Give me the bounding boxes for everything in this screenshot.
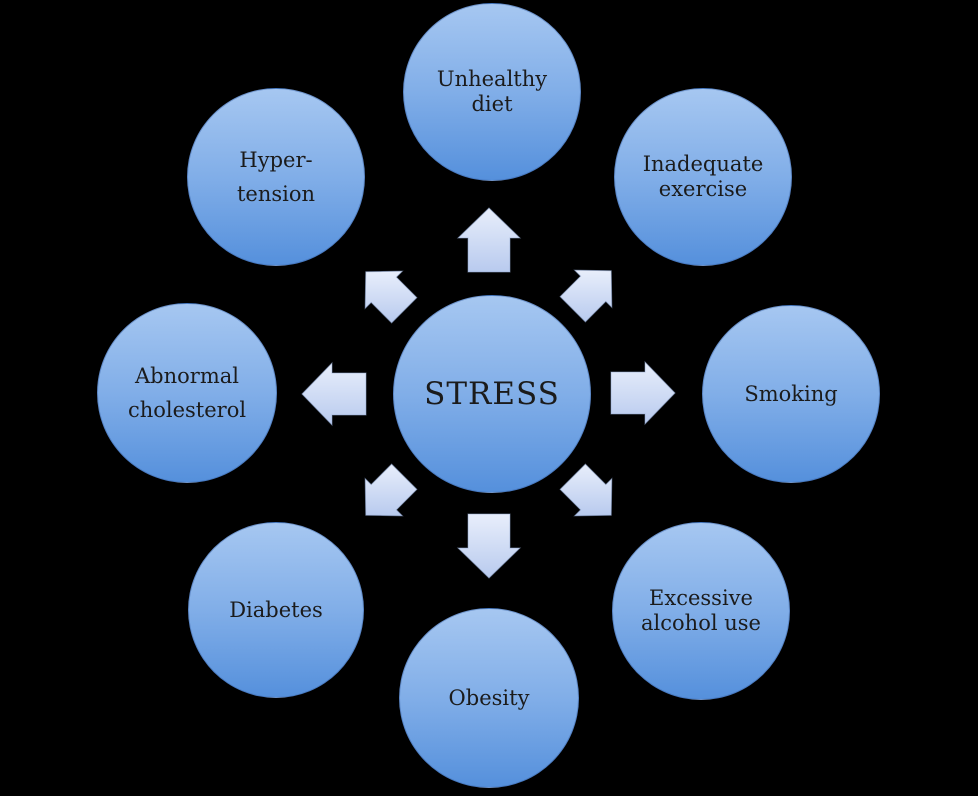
center-label: STRESS [424,375,560,412]
node-label: Excessive alcohol use [641,586,761,635]
node-label: Obesity [448,685,530,710]
arrow-left-icon [301,361,367,427]
arrow-down-icon [456,513,522,579]
node-obesity: Obesity [399,608,579,788]
node-label: Inadequate exercise [642,152,764,201]
node-abnormal-cholesterol: Abnormal cholesterol [97,303,277,483]
node-label: Abnormal cholesterol [127,363,247,422]
arrow-up-icon [456,207,522,273]
arrow-up-right-icon [559,269,613,323]
node-label: Hyper- tension [236,147,316,206]
arrow-up-left-icon [364,270,418,324]
node-label: Unhealthy diet [436,67,548,116]
node-unhealthy-diet: Unhealthy diet [403,3,581,181]
node-hypertension: Hyper- tension [187,88,365,266]
node-label: Diabetes [229,597,323,622]
node-diabetes: Diabetes [188,522,364,698]
arrow-down-right-icon [559,463,613,517]
arrow-down-left-icon [364,463,418,517]
node-stress-center: STRESS [393,295,591,493]
node-label: Smoking [744,381,838,406]
node-excessive-alcohol-use: Excessive alcohol use [612,522,790,700]
node-smoking: Smoking [702,305,880,483]
arrow-right-icon [610,360,676,426]
node-inadequate-exercise: Inadequate exercise [614,88,792,266]
